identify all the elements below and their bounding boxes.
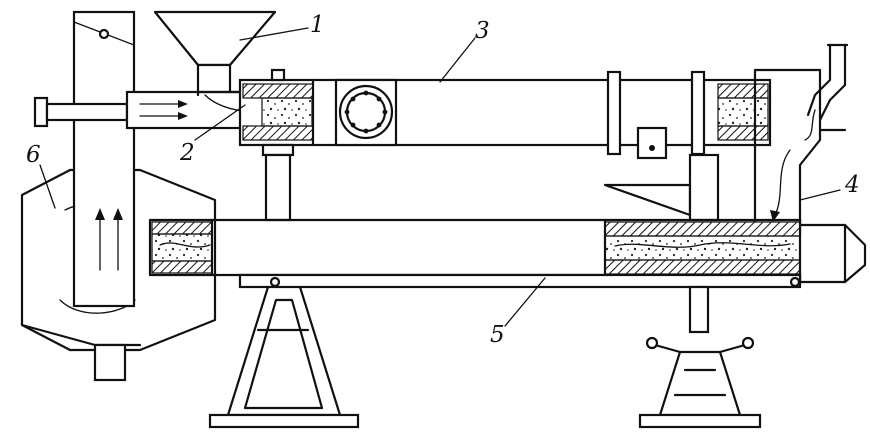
left-stand bbox=[208, 285, 360, 429]
callout-1: 1 bbox=[310, 12, 325, 38]
right-stand bbox=[638, 285, 762, 429]
callout-3: 3 bbox=[475, 18, 490, 44]
feed-screw-tube bbox=[33, 90, 251, 130]
lower-drum bbox=[148, 218, 867, 289]
upper-drum-supports bbox=[261, 126, 720, 222]
callout-2: 2 bbox=[179, 140, 195, 166]
exhaust-stack bbox=[72, 10, 136, 308]
callout-numbers: 1 2 3 4 5 6 bbox=[26, 12, 860, 348]
upper-drum bbox=[238, 68, 772, 156]
leader-lines bbox=[39, 27, 841, 327]
callout-6: 6 bbox=[26, 142, 41, 168]
callout-5: 5 bbox=[490, 322, 505, 348]
callout-4: 4 bbox=[844, 172, 860, 198]
